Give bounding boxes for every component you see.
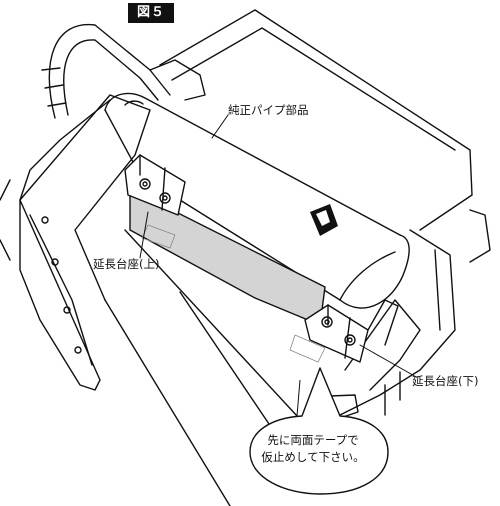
carry-handle [41,23,171,119]
extension-base-lower [304,299,399,363]
leader-lines [139,114,419,379]
extension-base-upper [124,154,186,216]
callout-extension-base-upper: 延長台座(上) [93,257,160,271]
tape-pad-lower [289,334,326,363]
note-speech-bubble [249,367,389,495]
cooler-lid [149,9,473,231]
figure-number-badge: 図５ [128,3,174,23]
note-line-2: 仮止めして下さい。 [261,450,365,464]
cooler-left-side [0,99,111,391]
callout-extension-base-lower: 延長台座(下) [412,374,479,388]
note-line-1: 先に両面テープで [267,433,359,447]
brand-logo [310,204,338,236]
callout-genuine-pipe: 純正パイプ部品 [228,103,309,117]
note-text: 先に両面テープで 仮止めして下さい。 [248,432,378,466]
